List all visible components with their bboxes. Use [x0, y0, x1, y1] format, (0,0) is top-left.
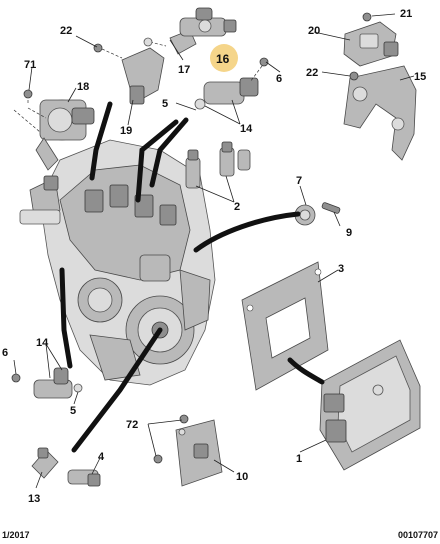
footer-date: 1/2017	[2, 530, 30, 540]
callout-label: 22	[306, 67, 318, 79]
solenoid-14-top	[194, 77, 259, 110]
valve-20-21	[343, 21, 399, 67]
callout-label: 9	[346, 227, 352, 239]
callout-label-highlighted: 16	[216, 52, 230, 66]
callout-label: 15	[414, 71, 426, 83]
solenoid-14-bottom	[33, 367, 83, 399]
ecu-1	[319, 339, 421, 471]
callout-label: 5	[162, 98, 168, 110]
callout-label: 6	[2, 347, 8, 359]
sensor-13	[31, 447, 59, 479]
footer-reference-code: 00107707	[398, 530, 438, 540]
callout-label: 7	[296, 175, 302, 187]
callout-label: 14	[240, 123, 253, 135]
tensioner-7-9	[294, 202, 341, 226]
callout-label: 4	[98, 451, 105, 463]
module-10	[175, 419, 223, 487]
callout-label: 17	[178, 64, 190, 76]
leader-lines	[13, 13, 415, 489]
gasket-plate-3	[241, 261, 329, 391]
callout-label: 14	[36, 337, 49, 349]
sensor-4	[67, 469, 101, 487]
callout-label: 5	[70, 405, 76, 417]
wiring-harness	[59, 101, 325, 453]
callout-numbers: 22 16 17 6 71 18 19 5 14 20 21 22 15 7 2…	[2, 8, 426, 505]
callout-label: 21	[400, 8, 412, 20]
callout-label: 6	[276, 73, 282, 85]
callout-label: 1	[296, 453, 302, 465]
callout-label: 20	[308, 25, 320, 37]
valve-16	[179, 7, 237, 37]
sensors-2	[185, 141, 251, 189]
bracket-15	[343, 65, 417, 161]
callout-label: 10	[236, 471, 248, 483]
callout-label: 13	[28, 493, 40, 505]
throttle-actuator	[35, 99, 95, 191]
callout-label: 71	[24, 59, 36, 71]
highlight-marker	[210, 44, 238, 72]
bracket-17-19	[121, 29, 197, 105]
callout-label: 72	[126, 419, 138, 431]
callout-label: 3	[338, 263, 344, 275]
callout-label: 19	[120, 125, 132, 137]
callout-label: 18	[77, 81, 89, 93]
callout-label: 2	[234, 201, 240, 213]
callout-label: 22	[60, 25, 72, 37]
